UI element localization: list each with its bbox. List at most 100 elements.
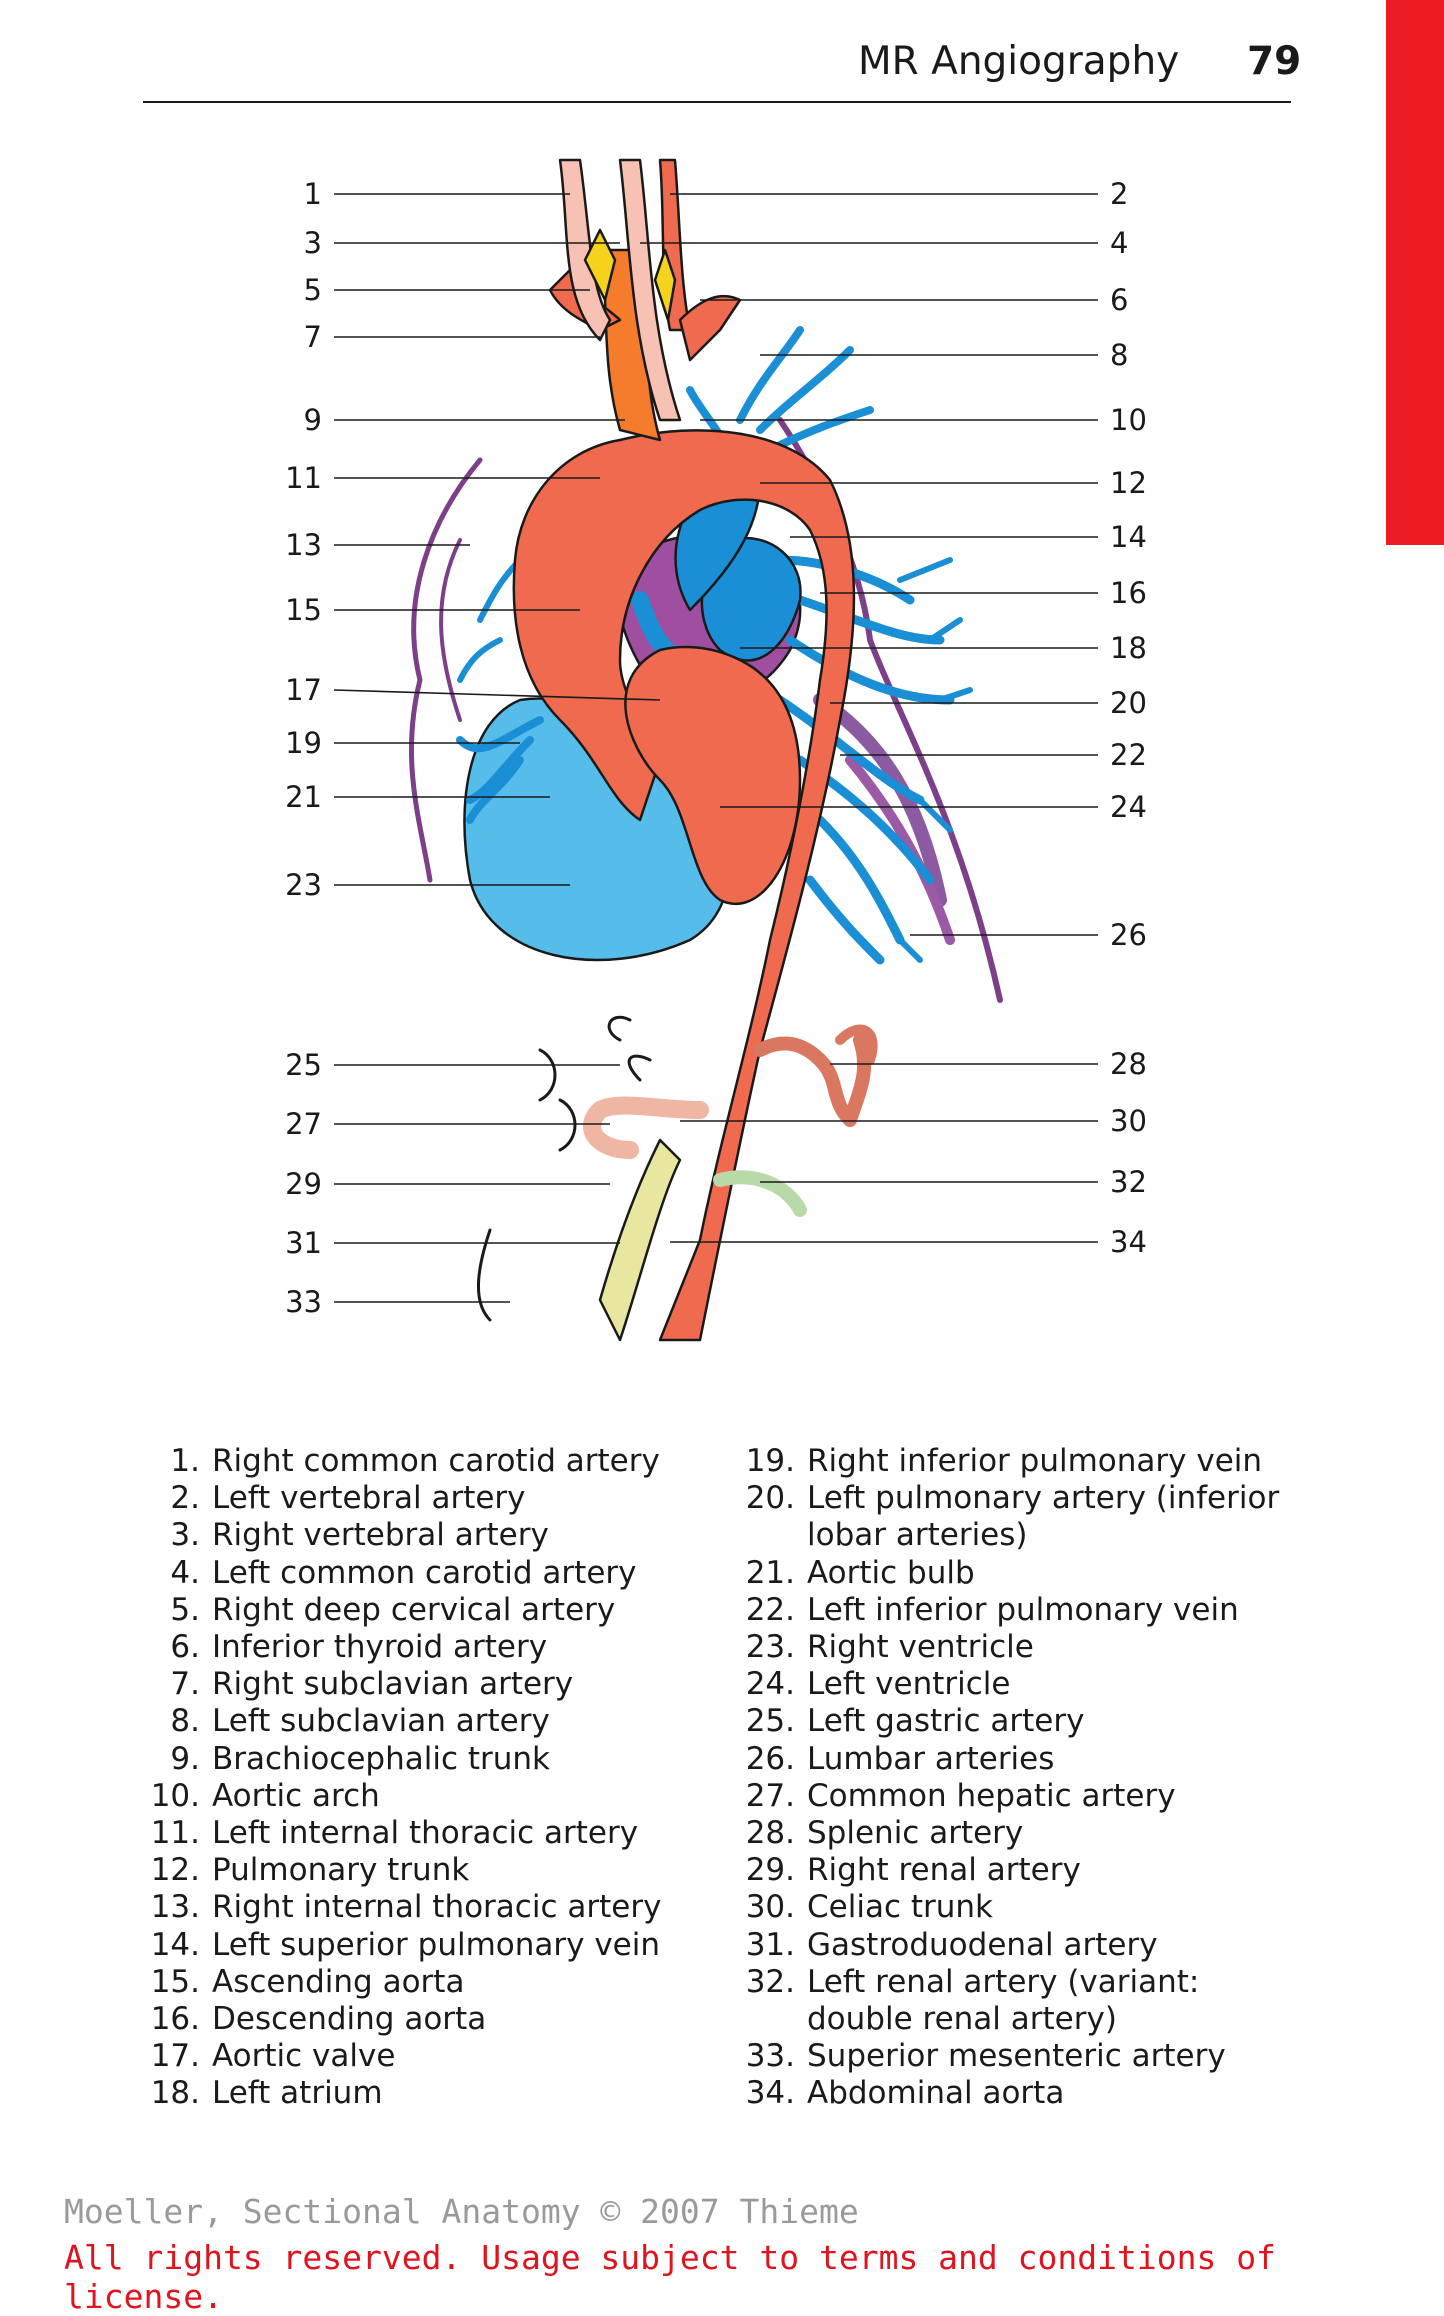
callout-number: 31 [285, 1226, 322, 1260]
callout-number: 23 [285, 868, 322, 902]
legend-number: 11. [150, 1815, 200, 1852]
legend-item: 31.Gastroduodenal artery [725, 1927, 1287, 1964]
callout-number: 4 [1110, 226, 1128, 260]
callout-number: 19 [285, 726, 322, 760]
legend-item: 3.Right vertebral artery [130, 1517, 692, 1554]
left-ventricle-shape [624, 645, 802, 906]
legend-text: Abdominal aorta [807, 2075, 1065, 2112]
legend-item: 7.Right subclavian artery [130, 1666, 692, 1703]
legend-item: 6.Inferior thyroid artery [130, 1629, 692, 1666]
legend-number: 26. [745, 1740, 795, 1777]
legend-item: 11.Left internal thoracic artery [130, 1815, 692, 1852]
callout-number: 5 [304, 273, 322, 307]
legend-number: 21. [745, 1554, 795, 1591]
legend-item: 8.Left subclavian artery [130, 1703, 692, 1740]
legend-number: 25. [745, 1703, 795, 1740]
legend-item: 18.Left atrium [130, 2075, 692, 2112]
legend-number: 8. [170, 1703, 200, 1740]
callout-number: 2 [1110, 177, 1128, 211]
legend-text: Brachiocephalic trunk [212, 1740, 550, 1777]
legend-number: 6. [170, 1629, 200, 1666]
legend-item: 1.Right common carotid artery [130, 1443, 692, 1480]
legend-text: Aortic valve [212, 2038, 396, 2075]
legend-number: 13. [150, 1889, 200, 1926]
legend-item: 27. Common hepatic artery [725, 1778, 1287, 1815]
callout-number: 9 [304, 403, 322, 437]
callout-number: 26 [1110, 918, 1147, 952]
legend-text: Superior mesenteric artery [807, 2038, 1226, 2075]
callout-number: 16 [1110, 576, 1147, 610]
legend-number: 16. [150, 2001, 200, 2038]
legend-item: 34. Abdominal aorta [725, 2075, 1287, 2112]
callout-number: 28 [1110, 1047, 1147, 1081]
legend-item: 13.Right internal thoracic artery [130, 1889, 692, 1926]
legend-number: 10. [150, 1777, 200, 1814]
legend-text: Lumbar arteries [807, 1740, 1055, 1777]
callout-number: 7 [304, 320, 322, 354]
copyright-line: Moeller, Sectional Anatomy © 2007 Thieme [64, 2192, 859, 2231]
legend-item: 4.Left common carotid artery [130, 1555, 692, 1592]
legend-text: Right subclavian artery [212, 1666, 574, 1703]
aorta-shape [512, 429, 856, 1342]
legend-text: Left superior pulmonary vein [212, 1926, 661, 1963]
legend-item: 5. Right deep cervical artery [130, 1592, 692, 1629]
legend-item: 29.Right renal artery [725, 1852, 1287, 1889]
callout-number: 22 [1110, 738, 1147, 772]
legend-number: 29. [745, 1852, 795, 1889]
callout-number: 3 [304, 226, 322, 260]
legend-number: 9. [170, 1740, 200, 1777]
legend-item: 30.Celiac trunk [725, 1889, 1287, 1926]
legend-item: 15.Ascending aorta [130, 1964, 692, 2001]
legend-text: Celiac trunk [807, 1889, 993, 1926]
legend-number: 5. [170, 1591, 200, 1628]
legend-number: 14. [150, 1926, 200, 1963]
legend-text: Descending aorta [212, 2001, 487, 2038]
callout-number: 1 [304, 177, 322, 211]
license-line: All rights reserved. Usage subject to te… [64, 2238, 1276, 2316]
running-header-title: MR Angiography [858, 39, 1180, 84]
callout-number: 18 [1110, 631, 1147, 665]
legend-text: Pulmonary trunk [212, 1852, 470, 1889]
legend-item: 2. Left vertebral artery [130, 1480, 692, 1517]
legend-item: 20.Left pulmonary artery (inferior lobar… [725, 1480, 1287, 1554]
legend-number: 2. [170, 1480, 200, 1517]
legend-text: Left gastric artery [807, 1703, 1085, 1740]
callout-number: 6 [1110, 283, 1128, 317]
legend-text: Common hepatic artery [807, 1777, 1176, 1814]
legend-text: Left vertebral artery [212, 1480, 526, 1517]
legend-text: Aortic bulb [807, 1554, 975, 1591]
legend-number: 22. [745, 1591, 795, 1628]
legend-number: 24. [745, 1666, 795, 1703]
legend-text: Right vertebral artery [212, 1517, 549, 1554]
callout-number: 20 [1110, 686, 1147, 720]
callout-number: 12 [1110, 466, 1147, 500]
legend-number: 19. [745, 1443, 795, 1479]
legend-text: Ascending aorta [212, 1963, 465, 2000]
legend-number: 27. [745, 1777, 795, 1814]
legend-text: Aortic arch [212, 1777, 380, 1814]
legend-item: 28.Splenic artery [725, 1815, 1287, 1852]
legend-number: 34. [745, 2075, 795, 2112]
header-rule [143, 101, 1291, 103]
legend-item: 26. Lumbar arteries [725, 1741, 1287, 1778]
legend-item: 16. Descending aorta [130, 2001, 692, 2038]
legend-text: Right inferior pulmonary vein [807, 1443, 1263, 1479]
callout-number: 32 [1110, 1165, 1147, 1199]
callout-number: 25 [285, 1048, 322, 1082]
callout-number: 33 [285, 1285, 322, 1319]
chapter-tab [1386, 0, 1444, 545]
legend-text: Left pulmonary artery (inferior lobar ar… [807, 1480, 1280, 1554]
legend-item: 12.Pulmonary trunk [130, 1852, 692, 1889]
callout-number: 13 [285, 528, 322, 562]
callout-number: 24 [1110, 790, 1147, 824]
callout-number: 8 [1110, 338, 1128, 372]
legend-text: Right deep cervical artery [212, 1591, 616, 1628]
legend-text: Left common carotid artery [212, 1554, 637, 1591]
legend-number: 33. [745, 2038, 795, 2075]
callout-number: 17 [285, 673, 322, 707]
